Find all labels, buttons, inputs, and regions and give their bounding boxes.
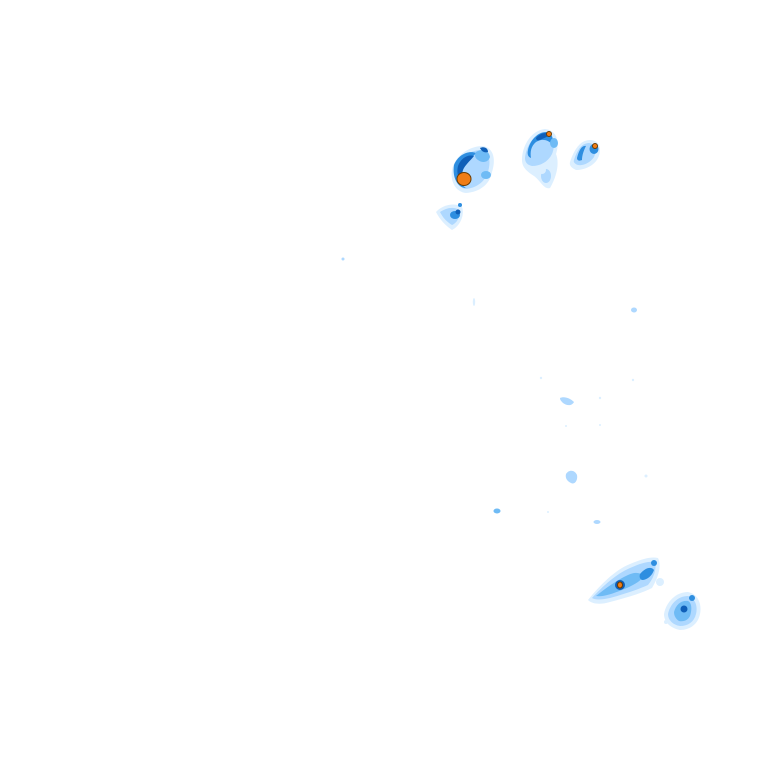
echo-cluster-north-central	[522, 129, 558, 189]
echo-speck	[598, 396, 602, 400]
echo-heavy	[455, 209, 461, 215]
echo-intense-core	[546, 131, 552, 137]
echo-moderate	[689, 595, 695, 601]
echo-intense-core	[617, 581, 623, 589]
echo-speck	[547, 511, 549, 513]
echo-speck	[565, 470, 578, 484]
echo-cluster-scattered	[341, 257, 648, 524]
echo-very-light	[656, 578, 664, 586]
echo-speck	[599, 424, 601, 426]
echo-speck	[631, 307, 637, 313]
echo-heavy	[680, 605, 688, 613]
echo-speck	[593, 520, 601, 524]
echo-speck	[341, 257, 345, 261]
echo-heavy-rim	[480, 147, 488, 153]
echo-moderate-light	[481, 171, 491, 179]
echo-speck	[631, 378, 635, 382]
echo-moderate	[651, 560, 657, 566]
echo-cluster-south-east-band	[588, 557, 664, 604]
echo-moderate	[639, 567, 654, 580]
echo-speck	[644, 474, 648, 478]
echo-moderate-light	[474, 149, 490, 162]
echo-speck	[493, 508, 501, 514]
echo-very-light	[664, 620, 668, 624]
echo-moderate	[527, 132, 553, 158]
echo-very-light	[538, 166, 546, 174]
echo-moderate-light	[550, 138, 558, 148]
echo-speck	[565, 425, 567, 427]
echo-cluster-south-east-ring	[664, 592, 701, 630]
echo-moderate	[458, 203, 462, 207]
echo-intense-core	[592, 143, 598, 149]
echo-speck	[472, 298, 476, 306]
echo-cluster-north-west	[451, 146, 494, 193]
echo-speck	[560, 397, 574, 406]
echo-intense-core	[456, 172, 472, 186]
echo-cluster-north-small	[436, 203, 463, 230]
echo-cluster-north-east	[569, 140, 600, 170]
echo-moderate	[577, 145, 586, 161]
echo-speck	[539, 376, 543, 380]
